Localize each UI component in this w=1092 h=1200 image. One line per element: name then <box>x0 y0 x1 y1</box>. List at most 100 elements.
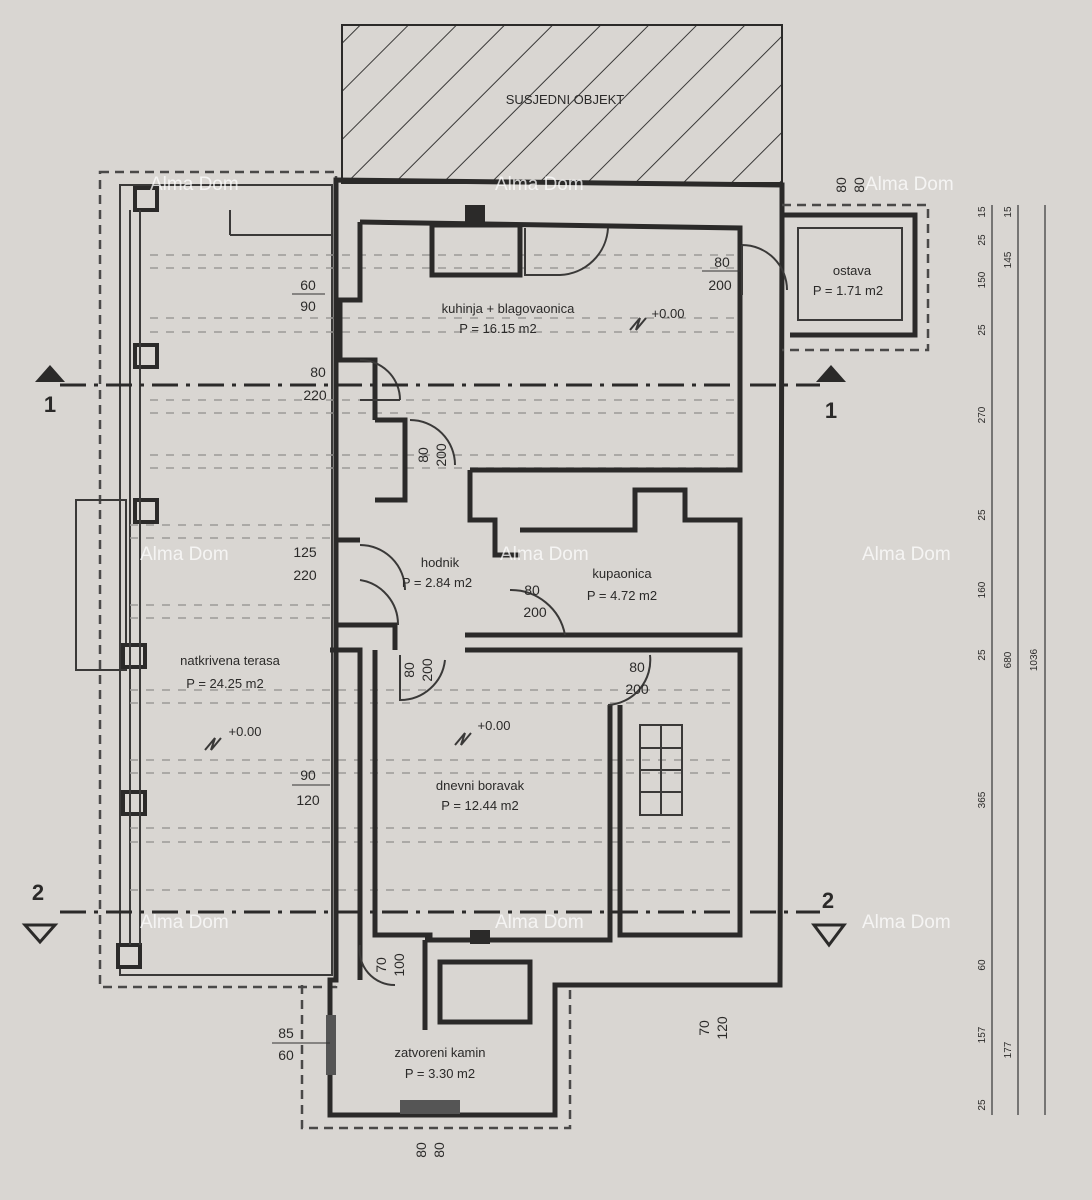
watermark: Alma Dom <box>500 544 589 565</box>
dimension-value: 60 <box>977 959 988 971</box>
dimension-value: 15 <box>1003 206 1014 218</box>
room-name-kitchen: kuhinja + blagovaonica <box>442 301 575 316</box>
watermark: Alma Dom <box>862 544 951 565</box>
watermark: Alma Dom <box>140 912 229 933</box>
svg-text:85: 85 <box>278 1025 294 1041</box>
watermark: Alma Dom <box>140 544 229 565</box>
room-name-terrace: natkrivena terasa <box>180 653 280 668</box>
staircase <box>639 724 683 816</box>
room-area-kitchen: P = 16.15 m2 <box>459 321 536 336</box>
dimension-value: 177 <box>1003 1041 1014 1058</box>
watermark: Alma Dom <box>495 912 584 933</box>
svg-text:80: 80 <box>431 1142 447 1158</box>
svg-text:200: 200 <box>708 277 732 293</box>
room-name-living: dnevni boravak <box>436 778 525 793</box>
room-name-pantry: ostava <box>833 263 872 278</box>
svg-text:80: 80 <box>524 582 540 598</box>
svg-text:90: 90 <box>300 298 316 314</box>
room-area-fireplace: P = 3.30 m2 <box>405 1066 475 1081</box>
level-icon: +0.00 <box>629 306 685 331</box>
dimension-value: 145 <box>1003 251 1014 268</box>
level-markers: +0.00 +0.00 +0.00 <box>204 306 685 751</box>
svg-text:200: 200 <box>523 604 547 620</box>
section-marker-1-right: 1 <box>816 365 846 423</box>
svg-text:1: 1 <box>825 398 837 423</box>
svg-text:60: 60 <box>278 1047 294 1063</box>
svg-text:220: 220 <box>303 387 327 403</box>
svg-text:200: 200 <box>419 658 435 682</box>
svg-text:80: 80 <box>714 254 730 270</box>
svg-text:80: 80 <box>851 177 867 193</box>
section-lines: 1 1 2 2 <box>21 365 847 948</box>
dimension-value: 160 <box>977 581 988 598</box>
svg-text:80: 80 <box>413 1142 429 1158</box>
svg-text:2: 2 <box>32 880 44 905</box>
watermark: Alma Dom <box>495 174 584 195</box>
dimension-value: 25 <box>977 649 988 661</box>
watermarks: Alma Dom Alma Dom Alma Dom Alma Dom Alma… <box>140 174 954 933</box>
svg-text:70: 70 <box>696 1020 712 1036</box>
svg-text:220: 220 <box>293 567 317 583</box>
building-walls <box>300 177 930 1130</box>
room-name-fireplace: zatvoreni kamin <box>394 1045 485 1060</box>
svg-text:100: 100 <box>391 953 407 977</box>
dimension-value: 25 <box>977 324 988 336</box>
svg-text:80: 80 <box>415 447 431 463</box>
room-area-terrace: P = 24.25 m2 <box>186 676 263 691</box>
svg-text:80: 80 <box>629 659 645 675</box>
section-marker-2-left: 2 <box>21 880 59 945</box>
door-swings <box>358 244 788 987</box>
svg-text:125: 125 <box>293 544 317 560</box>
room-labels: kuhinja + blagovaonica P = 16.15 m2 osta… <box>180 263 883 1081</box>
dimension-value: 25 <box>977 509 988 521</box>
watermark: Alma Dom <box>862 912 951 933</box>
svg-text:+0.00: +0.00 <box>229 724 262 739</box>
dimension-value: 25 <box>977 1099 988 1111</box>
dimension-value: 157 <box>977 1026 988 1043</box>
svg-text:90: 90 <box>300 767 316 783</box>
room-area-pantry: P = 1.71 m2 <box>813 283 883 298</box>
tile-grid <box>130 254 740 891</box>
dimension-chain-inner: 15 145 680 177 <box>1003 206 1014 1058</box>
section-marker-2-right: 2 <box>811 888 847 948</box>
svg-text:200: 200 <box>625 681 649 697</box>
svg-text:+0.00: +0.00 <box>652 306 685 321</box>
neighbor-building: SUSJEDNI OBJEKT <box>341 24 783 184</box>
svg-text:1: 1 <box>44 392 56 417</box>
room-name-bathroom: kupaonica <box>592 566 652 581</box>
dimension-value: 680 <box>1003 651 1014 668</box>
level-icon: +0.00 <box>454 718 510 746</box>
section-marker-1-left: 1 <box>35 365 65 417</box>
svg-text:120: 120 <box>296 792 320 808</box>
room-name-hallway: hodnik <box>421 555 460 570</box>
opening-label: 90 120 <box>292 767 330 808</box>
svg-text:80: 80 <box>310 364 326 380</box>
room-area-living: P = 12.44 m2 <box>441 798 518 813</box>
room-area-bathroom: P = 4.72 m2 <box>587 588 657 603</box>
dimension-value: 150 <box>977 271 988 288</box>
svg-text:80: 80 <box>833 177 849 193</box>
watermark: Alma Dom <box>865 174 954 195</box>
dimension-value: 270 <box>977 406 988 423</box>
svg-text:120: 120 <box>714 1016 730 1040</box>
svg-text:2: 2 <box>822 888 834 913</box>
covered-terrace <box>75 170 338 989</box>
dimension-value: 365 <box>977 791 988 808</box>
